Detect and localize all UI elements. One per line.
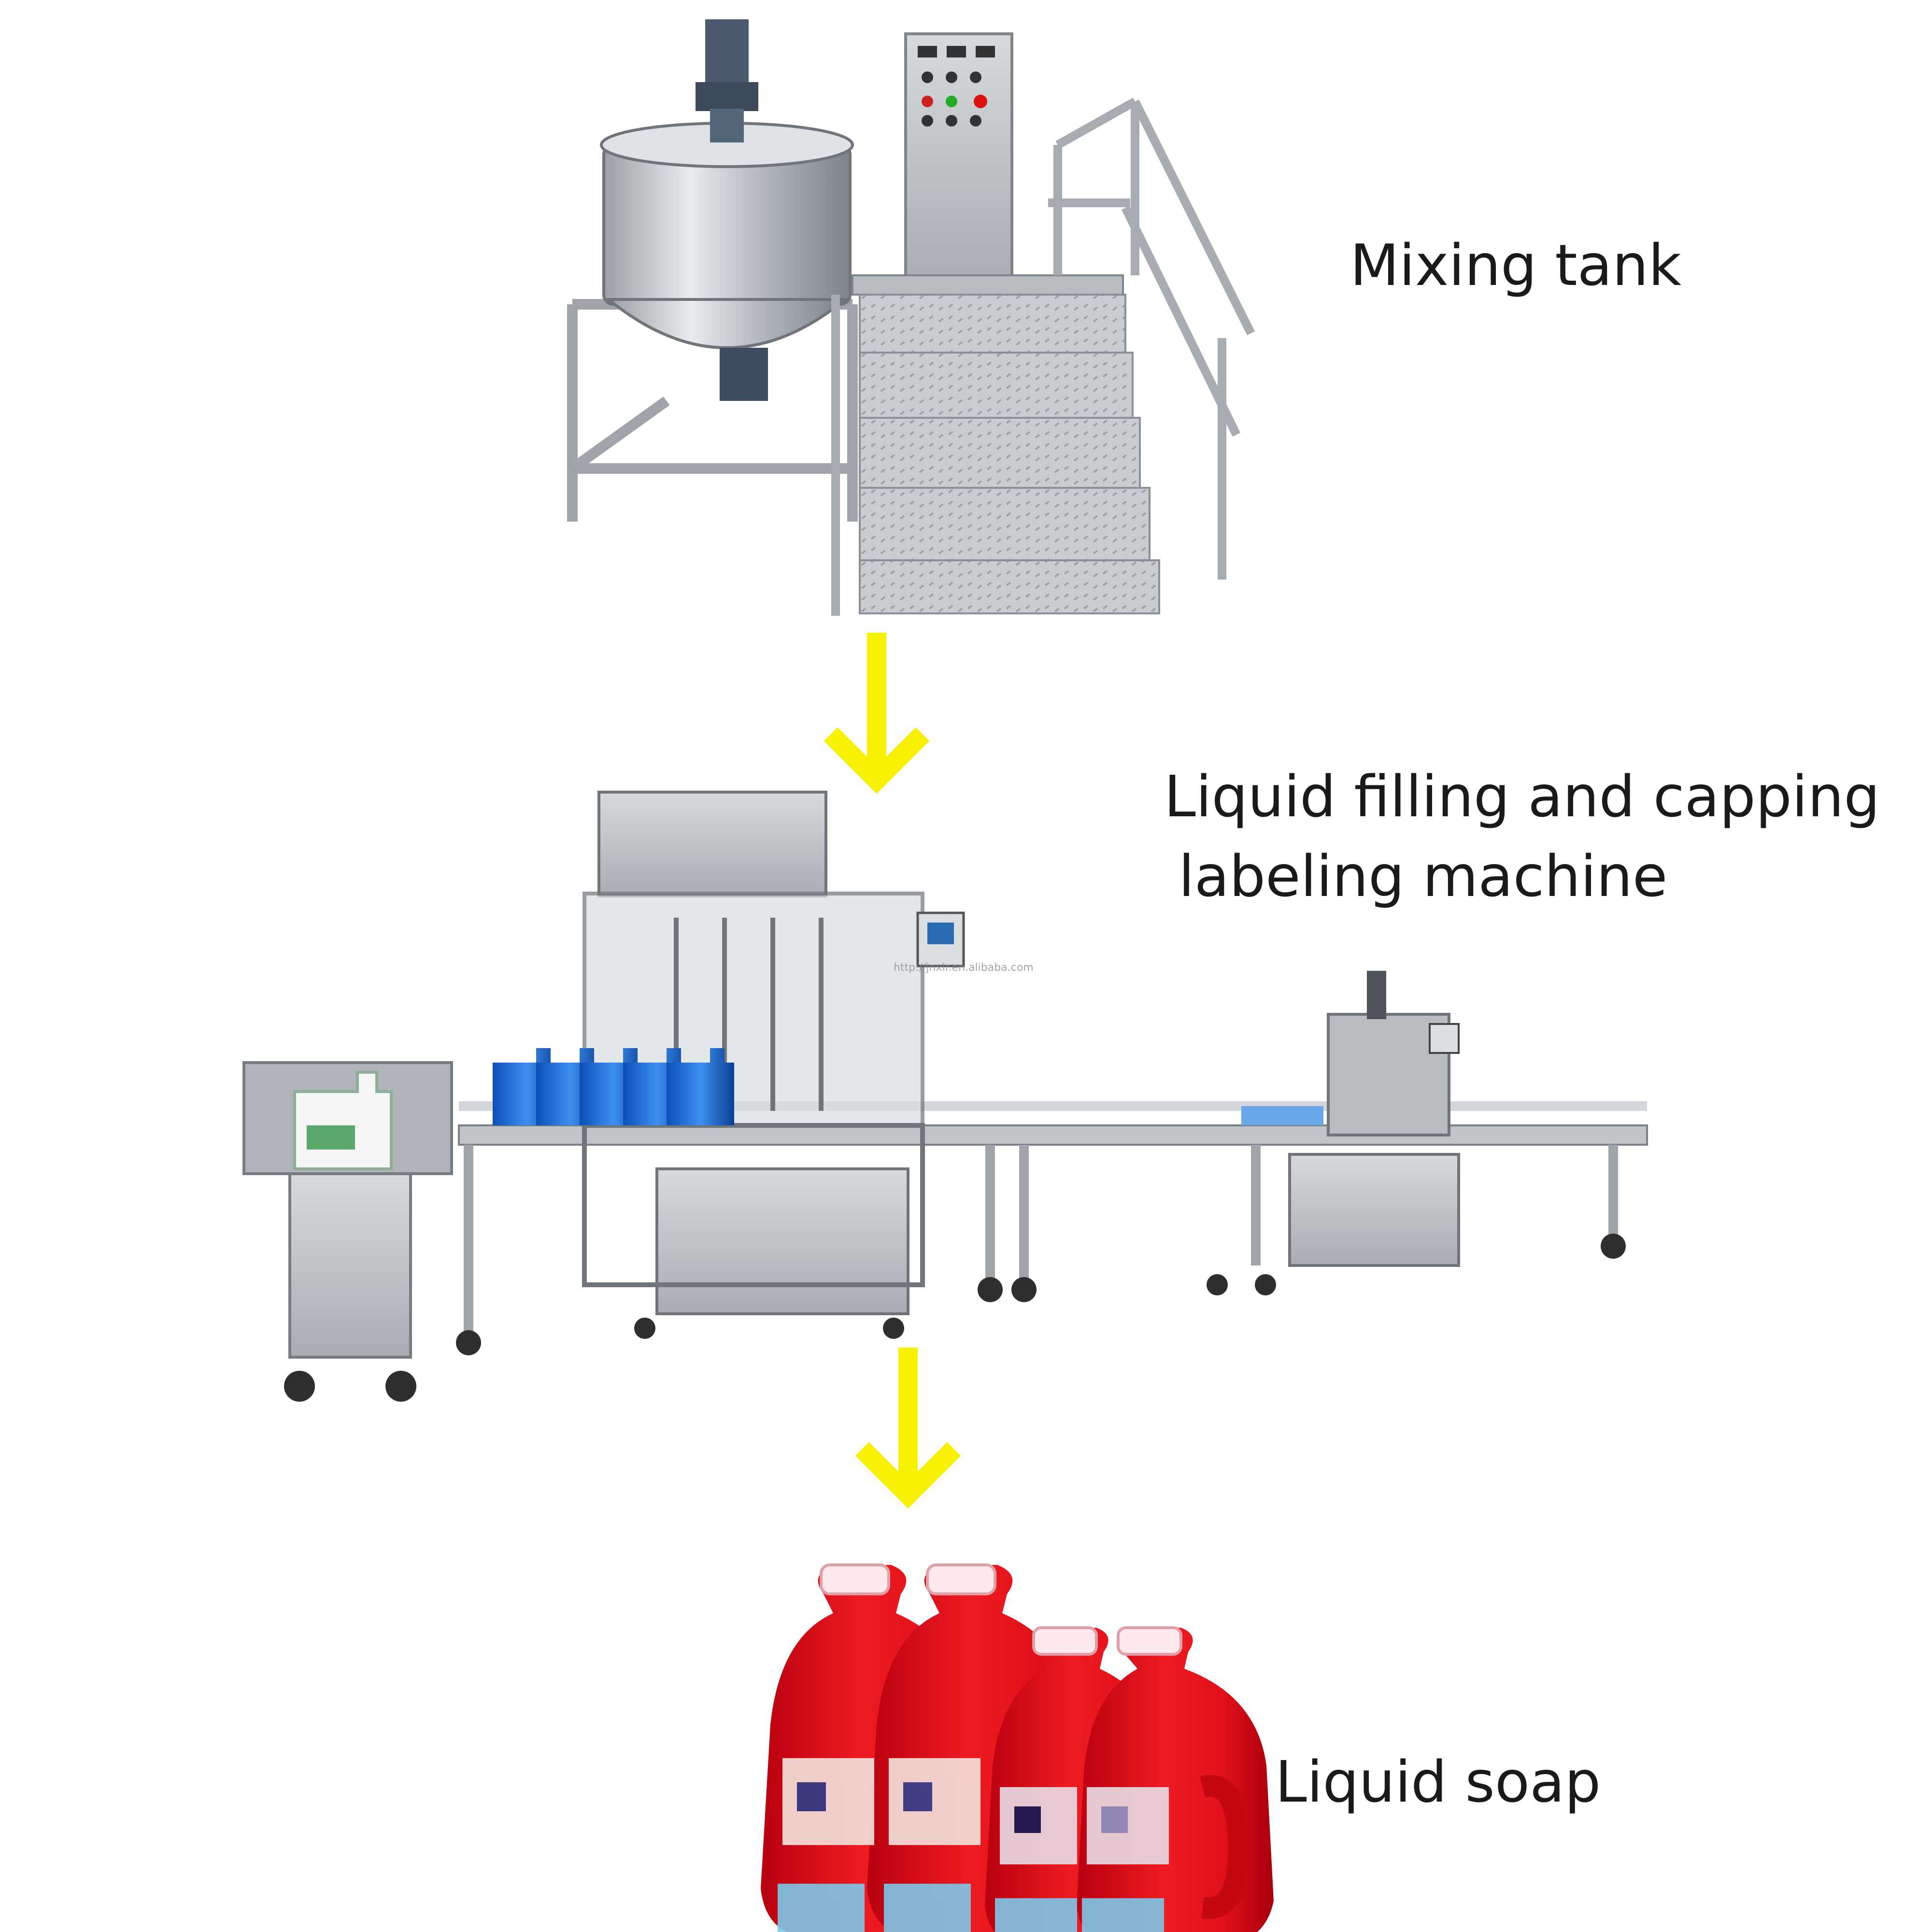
filling-capping-labeling-line-illustration bbox=[242, 791, 1648, 1402]
flow-arrow-2 bbox=[855, 1348, 961, 1509]
step-label-filling-machine-line1: Liquid filling and capping bbox=[1164, 763, 1880, 830]
step-label-liquid-soap: Liquid soap bbox=[1275, 1748, 1601, 1815]
flow-arrow-1 bbox=[824, 633, 930, 794]
mixing-tank-illustration bbox=[567, 19, 1255, 616]
step-label-filling-machine-line2: labeling machine bbox=[1179, 843, 1668, 909]
liquid-soap-bottles-illustration bbox=[761, 1563, 1274, 1932]
watermark-text: http://jnxlr.en.alibaba.com bbox=[894, 962, 1034, 974]
step-label-mixing-tank: Mixing tank bbox=[1350, 232, 1682, 298]
